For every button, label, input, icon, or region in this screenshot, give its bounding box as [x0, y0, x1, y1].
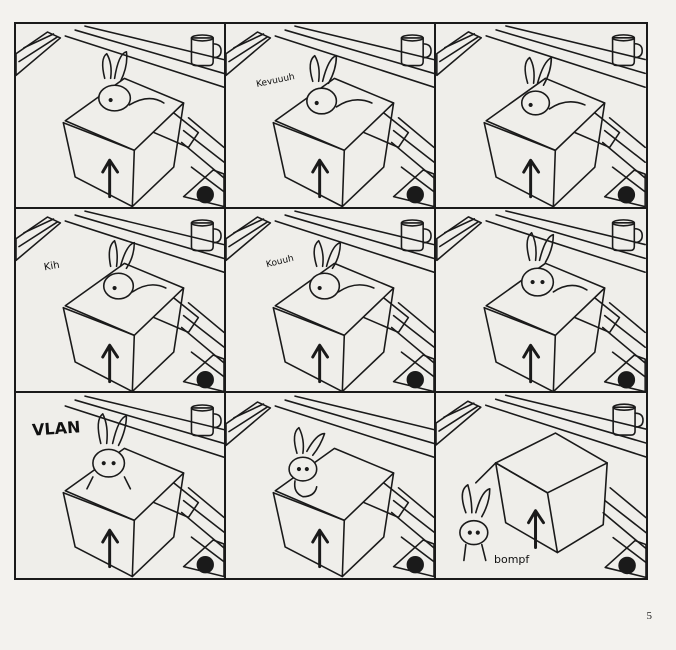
mug-icon	[611, 34, 643, 67]
panel-7-art	[62, 395, 224, 578]
bunny-icon	[520, 231, 588, 297]
mug-icon	[190, 404, 222, 437]
panel-9-art	[436, 394, 646, 578]
panel-4-sfx: Kih	[43, 259, 61, 273]
reel-icon	[392, 169, 434, 207]
bunny-icon	[86, 413, 132, 490]
box-arrow-icon	[475, 432, 608, 554]
reel-icon	[604, 540, 646, 578]
reel-icon	[603, 169, 646, 207]
bunny-icon	[98, 50, 165, 112]
mug-icon	[400, 34, 432, 67]
mug-icon	[400, 218, 432, 251]
comic-panel-6	[436, 209, 646, 394]
reel-icon	[392, 539, 434, 578]
comic-panel-3	[436, 24, 646, 209]
panel-5-art	[226, 209, 434, 392]
comic-panel-1	[16, 24, 226, 209]
reel-icon	[182, 539, 224, 578]
panel-6-art	[436, 209, 646, 392]
mug-icon	[190, 34, 222, 67]
box-arrow-icon	[62, 262, 200, 392]
bunny-icon	[309, 239, 375, 300]
reel-icon	[182, 353, 224, 392]
panel-7-sfx: VLAN	[31, 417, 81, 440]
bunny-icon	[102, 239, 167, 300]
comic-panel-5: Kouuh	[226, 208, 436, 394]
reel-icon	[392, 353, 434, 392]
bunny-icon	[306, 54, 373, 115]
comic-panel-2: Kevuuuh	[226, 24, 436, 209]
panel-8-art	[226, 395, 434, 578]
mug-icon	[190, 218, 222, 251]
reel-icon	[603, 354, 646, 392]
bunny-icon	[288, 427, 326, 498]
box-arrow-icon	[272, 262, 410, 392]
box-arrow-icon	[272, 77, 410, 207]
box-arrow-icon	[483, 77, 621, 207]
box-arrow-icon	[62, 447, 200, 578]
comic-panel-4: Kih	[16, 208, 226, 394]
comic-panel-8	[226, 393, 436, 578]
panel-9-sfx: bompf	[494, 553, 530, 567]
panel-2-art	[226, 25, 434, 207]
page-number: 5	[646, 610, 653, 622]
bunny-icon	[459, 484, 491, 562]
comic-grid: Kevuuuh	[14, 22, 648, 580]
panel-1-art	[16, 25, 224, 207]
mug-icon	[611, 218, 644, 251]
comic-panel-9: bompf	[436, 393, 646, 578]
panel-4-art	[16, 209, 224, 392]
reel-icon	[182, 169, 224, 207]
mug-icon	[612, 403, 644, 437]
panel-3-art	[436, 25, 646, 207]
bunny-icon	[520, 56, 586, 116]
comic-panel-7: VLAN	[16, 393, 226, 578]
